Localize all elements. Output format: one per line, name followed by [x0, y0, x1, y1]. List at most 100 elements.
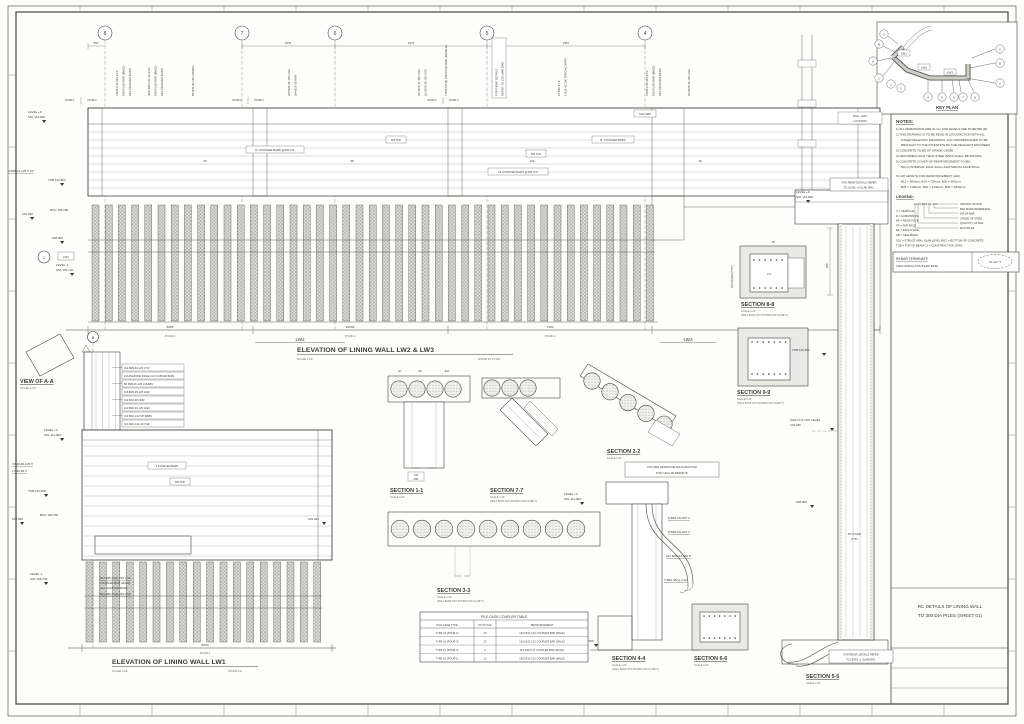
level-label: 109.225	[790, 423, 801, 427]
note-line: TO LEVEL -1 SLAB DRG.	[846, 658, 876, 662]
dim: MIN	[414, 477, 419, 481]
dim: 7334	[547, 325, 554, 329]
level-label: LEVEL -1	[56, 263, 69, 267]
left-level-labels: LEVEL +0 SSL 112.960 3 B25-21-125 V FF T…	[8, 110, 75, 276]
level-label: SSL 106.740	[30, 577, 48, 581]
bar-mark: 3x1 B20-C11-30 V EF	[124, 422, 150, 426]
bar-mark: 1 B19-62 V	[12, 469, 27, 473]
bar-mark: 8 B25-53-150 V	[668, 516, 691, 520]
notes-list: 1) ALL DIMENSIONS ARE IN mm AND LEVELS A…	[896, 127, 991, 189]
dim: 8065	[167, 325, 174, 329]
legend-line: FF = FAR FACE	[896, 223, 916, 227]
bar-dots	[753, 259, 783, 261]
table-row: TYPE A1 (POUR-2) 19 19x2 B12-C12 COUPLER…	[436, 631, 565, 635]
bar-mark: B4 B25-36-125 U-BARS	[124, 382, 153, 386]
bar-dots	[751, 373, 787, 375]
num: 100	[530, 159, 535, 163]
elev23-title: ELEVATION OF LINING WALL LW2 & LW3 SCALE…	[297, 347, 513, 361]
bar-mark: COUPLER BAR (MALE)	[652, 66, 656, 96]
legend-callout: GRADE OF STEEL	[960, 216, 983, 220]
section-title: SECTION 1-1	[390, 488, 423, 494]
section-title: SECTION 9-9	[737, 390, 770, 396]
grid-bubble-8: 8	[104, 31, 107, 37]
level-label: LEVEL +0	[796, 190, 810, 194]
bar-mark: COUPLER BAR (MALE)	[154, 66, 158, 96]
notes-heading: NOTES:	[896, 119, 914, 124]
pour-note: (POUR 01)	[228, 669, 242, 673]
grid-bubble-4: 4	[644, 31, 647, 37]
wall-tag-lw3: LW3	[683, 337, 693, 342]
grid-bubble: A	[999, 82, 1001, 86]
bar-mark: 3 B25-C11-150 V FF	[645, 70, 649, 96]
pile-cutoff: PILE CUT OFF LEVEL 109.225	[790, 418, 838, 432]
cell: 19	[484, 631, 487, 635]
dim: 2373	[408, 41, 415, 45]
pour-label: POUR-1	[200, 651, 211, 655]
note-line: B12 = 500mm, B16 = 720mm, B20 = 900mm,	[901, 179, 962, 183]
bar-mark: 3x4 B16-38 HOR.	[124, 398, 145, 402]
level-label: LEVEL -1	[30, 572, 43, 576]
scale-label: SCALE 1:20	[737, 397, 752, 401]
num: 98	[350, 159, 354, 163]
frame-ticks-top	[79, 6, 945, 12]
bar-mark: A12 COUPLED BARS	[160, 68, 164, 96]
rebar-terminate-box: REBAR TERMINATE (INCLUDING COUPLER BAR) …	[892, 251, 1020, 273]
section-title: SECTION 6-6	[694, 656, 727, 662]
level-label: 109.020	[22, 212, 33, 216]
grid-bubble: 4	[927, 96, 929, 100]
key-plan-title: KEY PLAN	[936, 105, 958, 110]
bar-mark: 3x81 B20-C11-30 V EF	[147, 67, 151, 96]
thk-box: 300 THK	[531, 152, 541, 156]
cell: TYPE A1 (POUR-2)	[436, 631, 459, 635]
callout-box: 3 COUPLER BARS	[156, 464, 179, 468]
legend-callout: BAR MARK REFERENCE	[960, 207, 991, 211]
bar-mark: COUPLER BAR (MALE)	[122, 66, 126, 96]
scale-label: SCALE 1:20	[607, 456, 622, 460]
scale-label: SCALE 1:20	[612, 663, 627, 667]
pour-label: POUR-2	[87, 99, 97, 102]
note-line: BROUGHT TO THE ATTENTION OF THE RELEVANT…	[901, 143, 991, 147]
dim: 150	[767, 272, 772, 276]
bar-mark: 3x5 B25-35-125 H EF	[287, 69, 291, 96]
callout-box: 14 COUPLER BARS @150 C/C	[498, 170, 538, 174]
level-label: LEVEL +0	[28, 110, 42, 114]
legend-list: V = VERTICAL H = HORIZONTAL NF = NEAR FA…	[896, 209, 984, 247]
cell: 13x2 B12-C12 COUPLER BAR (MALE)	[519, 640, 565, 644]
note-line: 5) CONCRETE COVER OF REINFORCEMENT TO BE…	[896, 159, 971, 163]
pour-label: POUR-3	[427, 99, 437, 102]
bar-mark: A12 COUPLED BARS	[658, 68, 662, 96]
note-line: OTHER RELEVANT DRAWINGS. ANY DISCREPANCI…	[901, 138, 988, 142]
section-title: SECTION 5-5	[806, 674, 839, 680]
legend-example: 2x10 B25-61-100	[914, 202, 938, 206]
grid-bubble: 8	[974, 96, 976, 100]
legend-leaders	[914, 203, 958, 229]
bar-mark: 3x3 B16-C12 SP BARS	[124, 414, 152, 418]
grid-bubble: 7	[962, 96, 964, 100]
level-label: TOB 110.500	[48, 178, 66, 182]
view-aa: A06 VIEW OF A-A SCALE 1:50	[20, 333, 91, 390]
note-line: FOR REINF DETAILS REFER	[842, 181, 877, 185]
legend-line: EF = EACH FACE	[896, 228, 919, 232]
bar-mark: 2x4 B25-32-125 H EF	[687, 69, 691, 96]
thk-box: 300 THK	[175, 480, 185, 484]
bar-dots	[703, 637, 736, 639]
elevation-lw1: B 3x4 B25-60-125 V FF COUPLER BAR (MALE)…	[12, 331, 336, 673]
bar-mark: 3x5 B25-35-125 H EF	[124, 390, 150, 394]
dim: 1970	[285, 41, 292, 45]
pile-circles	[390, 380, 462, 398]
pile-tag: E3A	[445, 370, 450, 373]
grid-bubble-1: 1	[43, 255, 46, 260]
pour-label: POUR-3	[345, 334, 356, 338]
bar-mark: COUPLER BAR (MALE) A12 COUPLED BARS	[124, 375, 174, 378]
section-title: SECTION 4-4	[612, 656, 645, 662]
level-label: PILE CUT OFF LEVEL	[790, 418, 821, 422]
table-row: TYPE A1 (POUR-4) 9 9x2 B12-C12 COUPLER B…	[436, 648, 565, 652]
clarity-note: (WALL BARS NOT SHOWN FOR CLARITY)	[437, 600, 484, 603]
callout-box: LOCATION	[853, 119, 866, 123]
key-tag: LW1	[901, 52, 907, 56]
scale-label: SCALE 1:20	[806, 681, 821, 685]
grid-bubble: 1	[878, 77, 880, 81]
level-label: LEVEL +0	[564, 492, 578, 496]
cell: 13	[484, 640, 487, 644]
